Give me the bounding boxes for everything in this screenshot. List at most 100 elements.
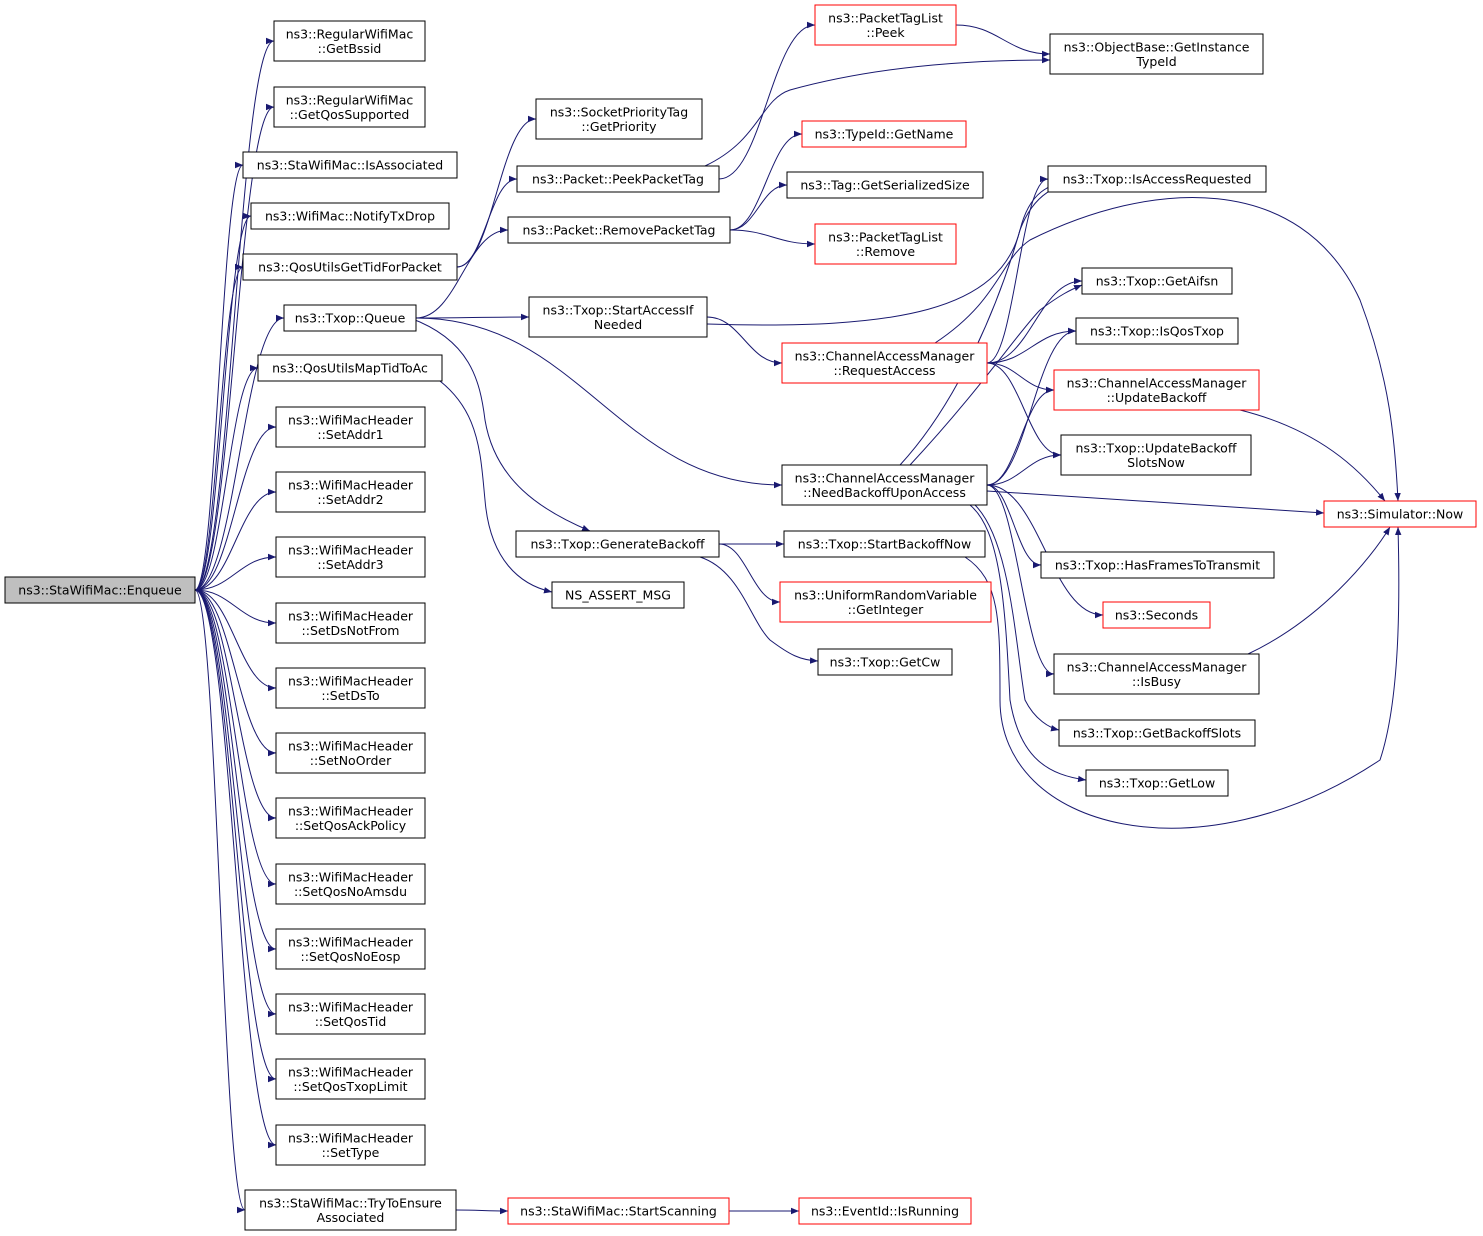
node-setqosnoamsdu[interactable]: ns3::WifiMacHeader::SetQosNoAmsdu (275, 863, 426, 905)
node-socketprio[interactable]: ns3::SocketPriorityTag::GetPriority (535, 98, 703, 140)
node-label: ::GetInteger (848, 602, 925, 617)
node-box (275, 863, 426, 905)
edge-startbackoffnow-to-getbackoffslots (964, 526, 1402, 829)
node-seconds[interactable]: ns3::Seconds (1102, 601, 1211, 629)
edge-txopqueue-to-startaccessif (415, 313, 530, 321)
node-getaifsn[interactable]: ns3::Txop::GetAifsn (1081, 267, 1233, 295)
edge-path (934, 196, 1401, 502)
node-label: ns3::ChannelAccessManager (1067, 375, 1248, 390)
node-label: ns3::Packet::RemovePacketTag (523, 223, 716, 238)
edge-txopqueue-to-needbackoff (415, 317, 783, 489)
edge-enqueue-to-isassociated (194, 161, 244, 591)
node-label: ::SetAddr2 (317, 492, 383, 507)
node-getcw[interactable]: ns3::Txop::GetCw (817, 648, 953, 676)
edge-enqueue-to-setqosnoeosp (194, 589, 277, 953)
node-enqueue[interactable]: ns3::StaWifiMac::Enqueue (4, 576, 196, 604)
node-label: ns3::Txop::UpdateBackoff (1076, 440, 1237, 455)
edge-enqueue-to-getbssid (194, 37, 275, 591)
edge-enqueue-to-setdsto (194, 589, 277, 692)
node-label: ns3::WifiMacHeader (288, 1130, 414, 1145)
node-label: ns3::ChannelAccessManager (795, 348, 976, 363)
node-box (275, 797, 426, 839)
edge-enqueue-to-setaddr2 (194, 488, 277, 591)
node-box (1075, 317, 1239, 345)
node-setqosnoeosp[interactable]: ns3::WifiMacHeader::SetQosNoEosp (275, 928, 426, 970)
node-isqostxop[interactable]: ns3::Txop::IsQosTxop (1075, 317, 1239, 345)
node-startscanning[interactable]: ns3::StaWifiMac::StartScanning (507, 1197, 730, 1225)
node-txopqueue[interactable]: ns3::Txop::Queue (283, 304, 417, 332)
node-box (275, 732, 426, 774)
node-requestaccess[interactable]: ns3::ChannelAccessManager::RequestAccess (781, 342, 988, 384)
edge-enqueue-to-setqostxoplimit (194, 589, 277, 1083)
node-isbusy[interactable]: ns3::ChannelAccessManager::IsBusy (1053, 653, 1260, 695)
node-getlow[interactable]: ns3::Txop::GetLow (1085, 769, 1229, 797)
node-urvgetinteger[interactable]: ns3::UniformRandomVariable::GetInteger (779, 581, 992, 623)
node-box (242, 253, 458, 281)
node-getbssid[interactable]: ns3::RegularWifiMac::GetBssid (273, 20, 426, 62)
node-isaccessrequested[interactable]: ns3::Txop::IsAccessRequested (1047, 165, 1267, 193)
edge-enqueue-to-setqosackpolicy (194, 589, 277, 822)
node-notifytxdrop[interactable]: ns3::WifiMac::NotifyTxDrop (250, 202, 450, 230)
node-label: ::Peek (866, 25, 905, 40)
node-setqostid[interactable]: ns3::WifiMacHeader::SetQosTid (275, 993, 426, 1035)
node-removepackettag[interactable]: ns3::Packet::RemovePacketTag (507, 216, 731, 244)
node-ptlremove[interactable]: ns3::PacketTagList::Remove (814, 223, 957, 265)
node-label: ::RequestAccess (834, 363, 936, 378)
node-label: ns3::WifiMac::NotifyTxDrop (265, 209, 435, 224)
node-typeidgetname[interactable]: ns3::TypeId::GetName (801, 120, 967, 148)
node-box (528, 296, 708, 338)
node-eventidisrunning[interactable]: ns3::EventId::IsRunning (798, 1197, 972, 1225)
node-startbackoffnow[interactable]: ns3::Txop::StartBackoffNow (783, 530, 986, 558)
node-peekpackettag[interactable]: ns3::Packet::PeekPacketTag (516, 165, 720, 193)
node-ptlpeek[interactable]: ns3::PacketTagList::Peek (814, 4, 957, 46)
node-label: ns3::WifiMacHeader (288, 934, 414, 949)
node-label: NS_ASSERT_MSG (565, 588, 671, 603)
node-nsassert[interactable]: NS_ASSERT_MSG (551, 581, 685, 609)
node-updatebackoff[interactable]: ns3::ChannelAccessManager::UpdateBackoff (1053, 369, 1260, 411)
node-simnow[interactable]: ns3::Simulator::Now (1323, 500, 1477, 528)
node-setdsnotfrom[interactable]: ns3::WifiMacHeader::SetDsNotFrom (275, 602, 426, 644)
node-box (516, 165, 720, 193)
node-qosgettid[interactable]: ns3::QosUtilsGetTidForPacket (242, 253, 458, 281)
node-getqossupported[interactable]: ns3::RegularWifiMac::GetQosSupported (273, 86, 426, 128)
node-setnoorder[interactable]: ns3::WifiMacHeader::SetNoOrder (275, 732, 426, 774)
edge-enqueue-to-setqosnoamsdu (194, 589, 277, 888)
node-needbackoff[interactable]: ns3::ChannelAccessManager::NeedBackoffUp… (781, 464, 988, 506)
edge-enqueue-to-setdsnotfrom (194, 589, 277, 627)
node-getbackoffslots[interactable]: ns3::Txop::GetBackoffSlots (1058, 719, 1256, 747)
node-box (786, 171, 984, 199)
node-qosmaptid[interactable]: ns3::QosUtilsMapTidToAc (257, 354, 443, 382)
node-setaddr1[interactable]: ns3::WifiMacHeader::SetAddr1 (275, 406, 426, 448)
edge-isbusy-to-simnow (1247, 526, 1391, 655)
edge-path (729, 130, 803, 231)
edge-path (986, 484, 1055, 678)
node-label: ns3::ObjectBase::GetInstance (1064, 39, 1250, 54)
node-setqosackpolicy[interactable]: ns3::WifiMacHeader::SetQosAckPolicy (275, 797, 426, 839)
edge-layer (194, 21, 1402, 1215)
edge-path (955, 24, 1051, 58)
node-setqostxoplimit[interactable]: ns3::WifiMacHeader::SetQosTxopLimit (275, 1058, 426, 1100)
node-box (507, 216, 731, 244)
node-setdsto[interactable]: ns3::WifiMacHeader::SetDsTo (275, 667, 426, 709)
node-setaddr3[interactable]: ns3::WifiMacHeader::SetAddr3 (275, 536, 426, 578)
edge-needbackoff-to-getaifsn (909, 284, 1083, 466)
node-hasframes[interactable]: ns3::Txop::HasFramesToTransmit (1040, 551, 1275, 579)
node-label: ns3::Tag::GetSerializedSize (800, 178, 970, 193)
edge-path (718, 543, 781, 606)
node-settype[interactable]: ns3::WifiMacHeader::SetType (275, 1124, 426, 1166)
edge-enqueue-to-setnoorder (194, 589, 277, 757)
node-label: ns3::Packet::PeekPacketTag (532, 172, 704, 187)
node-label: ns3::StaWifiMac::Enqueue (18, 583, 182, 598)
edge-enqueue-to-notifytxdrop (194, 212, 252, 591)
node-taggetsize[interactable]: ns3::Tag::GetSerializedSize (786, 171, 984, 199)
node-isassociated[interactable]: ns3::StaWifiMac::IsAssociated (242, 151, 458, 179)
node-label: ns3::WifiMacHeader (288, 412, 414, 427)
node-setaddr2[interactable]: ns3::WifiMacHeader::SetAddr2 (275, 471, 426, 513)
edge-path (194, 589, 277, 1149)
edge-path (1247, 526, 1391, 655)
node-generatebackoff[interactable]: ns3::Txop::GenerateBackoff (515, 530, 720, 558)
